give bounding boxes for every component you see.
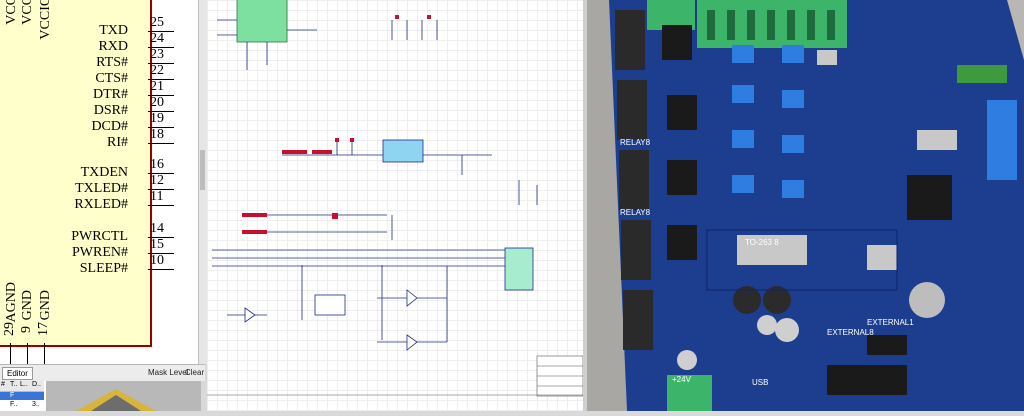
pin-line-9 xyxy=(148,189,174,190)
pin-number-9: 12 xyxy=(150,173,164,188)
pin-number-13: 10 xyxy=(150,253,164,268)
pin-label-2: RTS# xyxy=(96,55,128,70)
pin-label-1: RXD xyxy=(98,39,128,54)
pin-label-3: CTS# xyxy=(95,71,128,86)
pcb-label-24v: +24V xyxy=(672,375,692,384)
schematic-wiring xyxy=(207,0,583,397)
pin-label-7: RI# xyxy=(107,135,128,150)
pin-line-agnd xyxy=(10,343,11,364)
pin-line-3 xyxy=(148,79,174,80)
schematic-scrollbar[interactable] xyxy=(583,0,587,411)
layer-grid-header: # T.. L.. D.. xyxy=(0,381,44,392)
pin-label-10: RXLED# xyxy=(74,197,128,212)
pin-label-6: DCD# xyxy=(91,119,128,134)
pcb-label-external-8: EXTERNAL8 xyxy=(827,328,874,337)
mask-level-button[interactable]: Mask Level xyxy=(148,368,189,377)
pin-line-2 xyxy=(148,63,174,64)
layer-grid-row[interactable]: F.. 3.. xyxy=(10,401,40,408)
board-preview-thumbnail[interactable] xyxy=(46,381,201,411)
pin-number-10: 11 xyxy=(150,189,164,204)
pin-number-3: 22 xyxy=(150,63,164,78)
pin-number-2: 23 xyxy=(150,47,164,62)
scrollbar-thumb[interactable] xyxy=(200,150,205,190)
pin-label-8: TXDEN xyxy=(80,165,128,180)
layer-grid[interactable]: # T.. L.. D.. F F.. 3.. xyxy=(0,381,44,411)
editor-tab-bar: Editor Mask Level Clear xyxy=(0,364,205,381)
board-preview-graphic xyxy=(46,381,201,411)
pin-label-9: TXLED# xyxy=(75,181,128,196)
pin-label-11: PWRCTL xyxy=(71,229,128,244)
pin-line-6 xyxy=(148,127,174,128)
pin-number-8: 16 xyxy=(150,157,164,172)
pin-line-7 xyxy=(148,143,174,144)
pin-line-13 xyxy=(148,269,174,270)
pin-number-6: 19 xyxy=(150,111,164,126)
pin-number-12: 15 xyxy=(150,237,164,252)
pin-number-0: 25 xyxy=(150,15,164,30)
clear-button[interactable]: Clear xyxy=(185,368,205,377)
pin-number-9: 9 xyxy=(19,326,34,333)
pin-line-5 xyxy=(148,111,174,112)
schematic-sheet[interactable] xyxy=(207,0,583,411)
symbol-view-scrollbar[interactable] xyxy=(198,0,207,364)
pin-number-4: 21 xyxy=(150,79,164,94)
pin-number-11: 14 xyxy=(150,221,164,236)
pin-line-gnd-2 xyxy=(44,343,45,364)
pin-label-12: PWREN# xyxy=(72,245,128,260)
pin-label-gnd-1: GND xyxy=(20,290,35,321)
pin-label-5: DSR# xyxy=(93,103,128,118)
pin-label-13: SLEEP# xyxy=(79,261,128,276)
pcb-label-external-1: EXTERNAL1 xyxy=(867,318,914,327)
layer-grid-row-selected[interactable]: F xyxy=(0,392,44,400)
pin-line-1 xyxy=(148,47,174,48)
pin-number-5: 20 xyxy=(150,95,164,110)
pcb-label-relay-1: RELAY8 xyxy=(620,138,651,147)
pin-number-1: 24 xyxy=(150,31,164,46)
tab-editor[interactable]: Editor xyxy=(2,367,33,380)
pin-label-vcc-2: VCC xyxy=(20,0,35,25)
pin-label-vcc-1: VCC xyxy=(4,0,19,25)
pin-number-17: 17 xyxy=(36,322,51,336)
pin-line-gnd-1 xyxy=(27,343,28,364)
pin-label-gnd-2: GND xyxy=(38,290,53,321)
pcb-3d-graphic: RELAY8 RELAY8 EXTERNAL8 EXTERNAL1 +24V U… xyxy=(587,0,1024,411)
pcb-3d-view[interactable]: RELAY8 RELAY8 EXTERNAL8 EXTERNAL1 +24V U… xyxy=(587,0,1024,411)
pin-line-0 xyxy=(148,31,174,32)
pcb-label-usb: USB xyxy=(752,378,768,387)
pin-label-0: TXD xyxy=(99,23,128,38)
pcb-label-to263: TO-263 8 xyxy=(745,238,779,247)
pin-line-10 xyxy=(148,205,174,206)
pin-label-4: DTR# xyxy=(93,87,128,102)
pin-line-12 xyxy=(148,253,174,254)
pin-number-29: 29 xyxy=(2,322,17,336)
pin-line-8 xyxy=(148,173,174,174)
pcb-label-relay-2: RELAY8 xyxy=(620,208,651,217)
pin-line-4 xyxy=(148,95,174,96)
pin-label-agnd: AGND xyxy=(4,282,19,323)
pin-line-11 xyxy=(148,237,174,238)
pin-number-7: 18 xyxy=(150,127,164,142)
